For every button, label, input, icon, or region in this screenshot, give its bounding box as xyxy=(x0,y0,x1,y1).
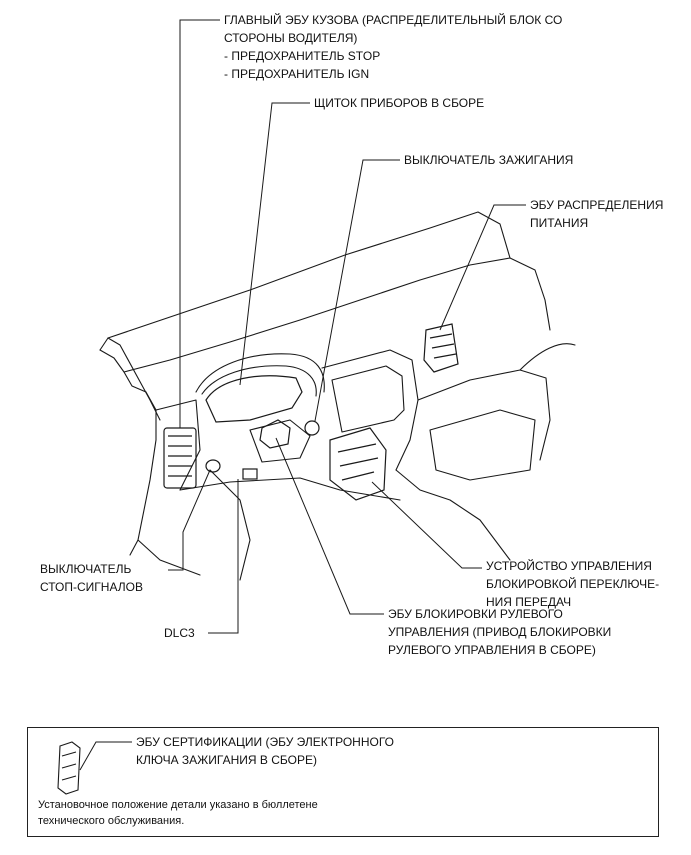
leader-body-ecu xyxy=(179,19,220,428)
note-line-2: технического обслуживания. xyxy=(38,815,185,827)
label-dlc3: DLC3 xyxy=(164,626,195,640)
steering-column-shroud xyxy=(249,419,311,463)
leader-power-distribution xyxy=(439,204,526,331)
body-ecu-block xyxy=(163,427,197,489)
label-shift-lock: УСТРОЙСТВО УПРАВЛЕНИЯ БЛОКИРОВКОЙ ПЕРЕКЛ… xyxy=(486,559,660,609)
body-ecu-detail xyxy=(168,435,192,477)
dash-crest xyxy=(123,257,551,373)
leader-certification-ecu xyxy=(79,741,132,771)
power-distribution-ecu-detail xyxy=(429,333,457,359)
dash-upper-rear-line xyxy=(99,349,147,393)
leader-steering-lock xyxy=(275,437,384,615)
leader-combination-meter xyxy=(239,102,310,386)
label-power-distribution-ecu: ЭБУ РАСПРЕДЕЛЕНИЯ ПИТАНИЯ xyxy=(530,198,664,230)
console-lower xyxy=(395,469,511,561)
certification-ecu-icon xyxy=(57,741,81,795)
stop-lamp-switch-shape xyxy=(205,459,221,473)
label-body-ecu: ГЛАВНЫЙ ЭБУ КУЗОВА (РАСПРЕДЕЛИТЕЛЬНЫЙ БЛ… xyxy=(224,13,563,45)
center-display xyxy=(331,365,405,433)
knee-panel xyxy=(209,469,251,581)
certification-ecu-icon-detail xyxy=(61,751,77,781)
meter-hood-inner xyxy=(201,365,317,397)
leader-dlc3 xyxy=(208,479,239,634)
label-combination-meter: ЩИТОК ПРИБОРОВ В СБОРЕ xyxy=(314,96,485,110)
note-line-1: Установочное положение детали указано в … xyxy=(38,799,318,811)
label-fuse-ign: - ПРЕДОХРАНИТЕЛЬ IGN xyxy=(224,67,370,81)
leader-stop-lamp xyxy=(168,469,211,571)
center-stack xyxy=(321,349,419,471)
label-certification-ecu: ЭБУ СЕРТИФИКАЦИИ (ЭБУ ЭЛЕКТРОННОГО КЛЮЧА… xyxy=(136,735,394,767)
label-fuse-stop: - ПРЕДОХРАНИТЕЛЬ STOP xyxy=(224,49,381,63)
label-stop-lamp-switch: ВЫКЛЮЧАТЕЛЬ СТОП-СИГНАЛОВ xyxy=(40,562,143,594)
combination-meter-shape xyxy=(205,375,303,423)
power-distribution-ecu-shape xyxy=(423,323,459,373)
left-a-pillar xyxy=(107,337,161,421)
inset-box xyxy=(27,727,659,837)
lower-dash-edge xyxy=(179,477,401,501)
glovebox xyxy=(429,409,536,481)
dash-top-outline xyxy=(99,211,511,351)
dlc3-shape xyxy=(242,468,258,480)
leader-ignition-switch xyxy=(314,159,400,422)
left-panel xyxy=(155,399,201,491)
right-door-line xyxy=(519,343,576,371)
label-ignition-switch: ВЫКЛЮЧАТЕЛЬ ЗАЖИГАНИЯ xyxy=(404,153,574,167)
dash-lower-outline xyxy=(129,391,157,556)
meter-hood xyxy=(195,353,325,393)
shift-lock-detail xyxy=(337,443,379,481)
ignition-switch-shape xyxy=(304,420,320,436)
leader-shift-lock xyxy=(371,481,482,569)
floor-line xyxy=(137,539,201,576)
steering-lock-shape xyxy=(259,419,291,449)
label-steering-lock-ecu: ЭБУ БЛОКИРОВКИ РУЛЕВОГО УПРАВЛЕНИЯ (ПРИВ… xyxy=(388,607,612,657)
shift-lock-shape xyxy=(329,427,387,501)
right-dash xyxy=(417,369,551,461)
